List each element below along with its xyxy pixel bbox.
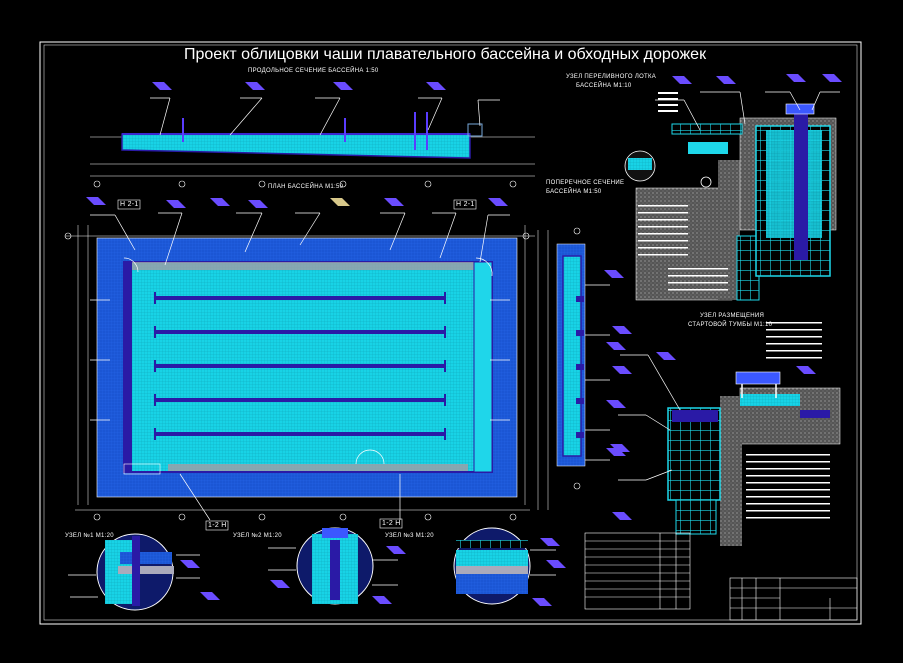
node-gutter-label: УЗЕЛ ПЕРЕЛИВНОГО ЛОТКА bbox=[566, 74, 657, 80]
pool-section-water bbox=[121, 133, 471, 159]
cross-section bbox=[537, 227, 586, 510]
node-block-label: УЗЕЛ РАЗМЕЩЕНИЯ bbox=[700, 313, 765, 319]
drawing-title: Проект облицовки чаши плавательного басс… bbox=[184, 46, 707, 63]
outer-frame bbox=[39, 41, 862, 625]
gutter-node bbox=[624, 103, 837, 301]
node2-label: УЗЕЛ №2 М1:20 bbox=[233, 533, 282, 539]
section-tag-left: Н 2-1 bbox=[120, 201, 139, 208]
tile-swatches-plan bbox=[86, 197, 508, 208]
cross-section-scale-label: БАССЕЙНА М1:50 bbox=[546, 189, 602, 195]
node-block-scale-label: СТАРТОВОЙ ТУМБЫ М1:10 bbox=[688, 322, 773, 328]
tile-swatches-top bbox=[152, 82, 446, 90]
lane-lines bbox=[155, 296, 445, 436]
title-block bbox=[729, 577, 858, 621]
starting-block-node bbox=[667, 371, 841, 546]
section-tag-bottom-right: 1-2 Н bbox=[382, 520, 401, 527]
gutter-leaders bbox=[655, 91, 840, 131]
section-tag-bottom-left: 1-2 Н bbox=[208, 522, 227, 529]
node1-detail bbox=[96, 533, 174, 611]
pool-plan bbox=[64, 199, 535, 531]
section-tag-right: Н 2-1 bbox=[456, 201, 475, 208]
node-gutter-scale-label: БАССЕЙНА М1:10 bbox=[576, 83, 632, 89]
node3-detail bbox=[453, 527, 531, 605]
node1-label: УЗЕЛ №1 М1:20 bbox=[65, 533, 114, 539]
gutter-spec-list bbox=[638, 92, 728, 291]
node-leaders bbox=[68, 547, 556, 598]
longitudinal-section bbox=[90, 112, 535, 188]
plan-label: ПЛАН БАССЕЙНА М1:50 bbox=[268, 184, 344, 190]
callouts-top bbox=[150, 97, 500, 136]
node3-label: УЗЕЛ №3 М1:20 bbox=[385, 533, 434, 539]
node2-detail bbox=[296, 527, 374, 605]
cross-section-label: ПОПЕРЕЧНОЕ СЕЧЕНИЕ bbox=[546, 180, 625, 186]
long-section-label: ПРОДОЛЬНОЕ СЕЧЕНИЕ БАССЕЙНА 1:50 bbox=[248, 68, 379, 74]
specification-table bbox=[584, 532, 691, 610]
callouts-plan bbox=[90, 212, 510, 266]
inner-frame bbox=[43, 44, 858, 621]
block-spec-list bbox=[746, 322, 830, 519]
